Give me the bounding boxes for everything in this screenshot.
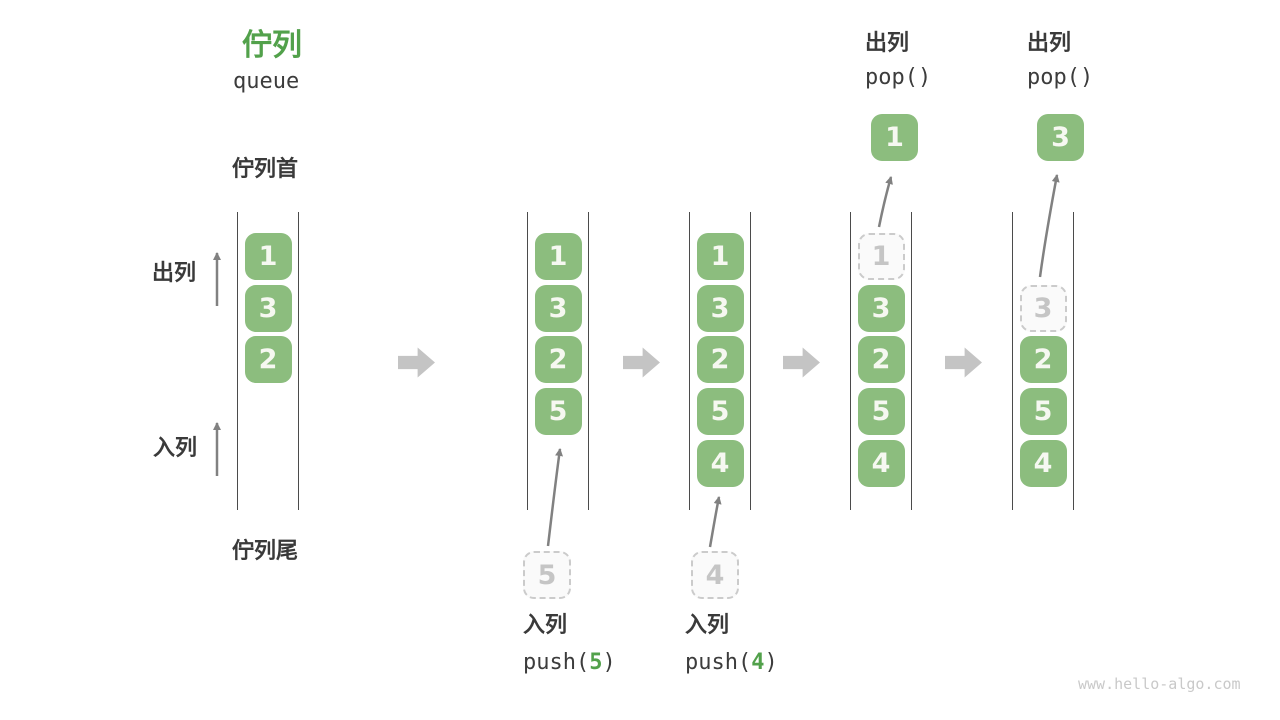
push-code-prefix-1: push( [523, 650, 590, 675]
pop-action-label-1: 出列 [865, 30, 910, 55]
queue-item-box: 2 [244, 336, 292, 383]
pop-action-label-2: 出列 [1027, 30, 1072, 55]
push-ghost-box-2: 4 [691, 551, 739, 599]
queue-item-box: 2 [696, 336, 744, 383]
queue-column-1 [237, 212, 299, 510]
push-code-label-1: push(5) [523, 649, 616, 677]
push-code-suffix-1: ) [602, 650, 616, 675]
label-queue-front: 佇列首 [232, 156, 299, 181]
step-arrow-icon-3 [783, 347, 820, 378]
pop-code-label-1: pop() [865, 65, 932, 90]
pop-value-box-2: 3 [1037, 114, 1084, 161]
step-arrow-icon-4 [945, 347, 982, 378]
queue-item-box: 2 [1019, 336, 1067, 383]
queue-item-box: 1 [244, 233, 292, 280]
queue-item-box: 3 [534, 285, 582, 332]
queue-item-box: 4 [1019, 440, 1067, 487]
queue-item-box: 4 [857, 440, 905, 487]
push-code-prefix-2: push( [685, 650, 752, 675]
queue-column-2 [527, 212, 589, 510]
queue-item-box: 5 [534, 388, 582, 435]
queue-column-4 [850, 212, 912, 510]
pop-code-label-2: pop() [1027, 65, 1094, 90]
queue-column-5 [1012, 212, 1074, 510]
queue-item-ghost: 1 [857, 233, 905, 280]
queue-item-box: 1 [534, 233, 582, 280]
label-queue-rear: 佇列尾 [232, 538, 299, 563]
push-code-value-2: 4 [751, 650, 765, 675]
step-arrow-icon-1 [398, 347, 435, 378]
queue-item-box: 3 [244, 285, 292, 332]
queue-item-box: 3 [857, 285, 905, 332]
watermark: www.hello-algo.com [1078, 675, 1241, 693]
label-dequeue-side: 出列 [152, 260, 197, 285]
queue-item-box: 2 [857, 336, 905, 383]
push-code-suffix-2: ) [764, 650, 778, 675]
page-title: 佇列 [242, 29, 302, 62]
queue-item-ghost: 3 [1019, 285, 1067, 332]
queue-column-3 [689, 212, 751, 510]
queue-item-box: 5 [857, 388, 905, 435]
label-enqueue-side: 入列 [153, 435, 198, 460]
push-action-label-2: 入列 [685, 612, 730, 637]
page-subtitle: queue [233, 69, 300, 94]
queue-item-box: 5 [1019, 388, 1067, 435]
queue-item-box: 3 [696, 285, 744, 332]
push-code-label-2: push(4) [685, 649, 778, 677]
pop-value-box-1: 1 [871, 114, 918, 161]
queue-item-box: 2 [534, 336, 582, 383]
push-code-value-1: 5 [589, 650, 603, 675]
queue-item-box: 4 [696, 440, 744, 487]
queue-item-box: 1 [696, 233, 744, 280]
step-arrow-icon-2 [623, 347, 660, 378]
queue-item-box: 5 [696, 388, 744, 435]
push-action-label-1: 入列 [523, 612, 568, 637]
push-ghost-box-1: 5 [523, 551, 571, 599]
